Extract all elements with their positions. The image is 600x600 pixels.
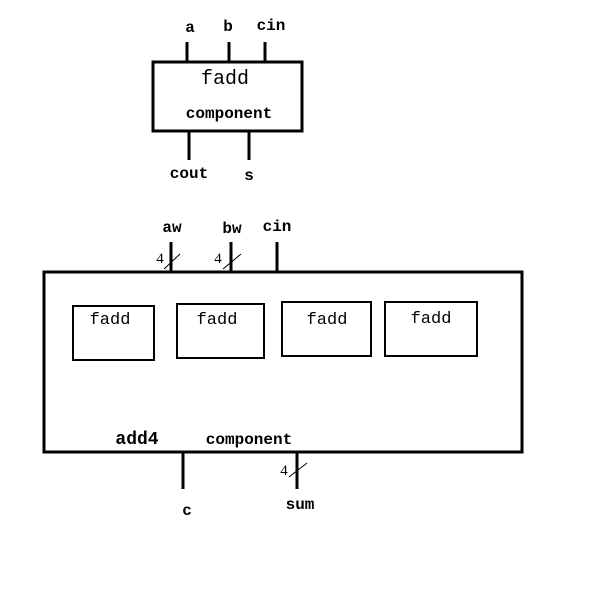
- add4-block-group: 4 4 aw bw cin fadd fadd fadd fadd add4 c…: [42, 218, 524, 520]
- add4-input-label-cin: cin: [263, 218, 292, 236]
- add4-component-label: component: [206, 431, 292, 449]
- bw-bus-width: 4: [214, 251, 222, 267]
- add4-output-label-sum: sum: [286, 496, 315, 514]
- add4-output-label-c: c: [182, 502, 192, 520]
- aw-bus-slash: [163, 253, 181, 270]
- fadd-block-group: a b cin fadd component cout s: [151, 17, 304, 185]
- fadd-instance-box-2: [176, 303, 265, 359]
- aw-bus-width: 4: [156, 251, 164, 267]
- fadd-instance-box-4: [384, 301, 478, 357]
- add4-title: add4: [115, 430, 158, 450]
- fadd-input-label-b: b: [223, 18, 233, 36]
- fadd-instance-box-1: [72, 305, 155, 361]
- fadd-instance-label-2: fadd: [197, 311, 238, 330]
- fadd-instance-label-3: fadd: [307, 311, 348, 330]
- fadd-output-label-cout: cout: [170, 165, 208, 183]
- fadd-input-label-cin: cin: [257, 17, 286, 35]
- sum-bus-slash: [288, 462, 308, 478]
- fadd-output-label-s: s: [244, 167, 254, 185]
- add4-input-label-bw: bw: [222, 220, 242, 238]
- fadd-input-label-a: a: [185, 19, 195, 37]
- bw-bus-slash: [222, 253, 242, 270]
- fadd-component-label: component: [186, 105, 272, 123]
- fadd-title: fadd: [201, 68, 249, 91]
- add4-block: [42, 270, 524, 454]
- fadd-instance-box-3: [281, 301, 372, 357]
- add4-input-label-aw: aw: [162, 219, 182, 237]
- sum-bus-width: 4: [280, 463, 288, 479]
- fadd-instance-label-4: fadd: [411, 310, 452, 329]
- fadd-instance-label-1: fadd: [90, 311, 131, 330]
